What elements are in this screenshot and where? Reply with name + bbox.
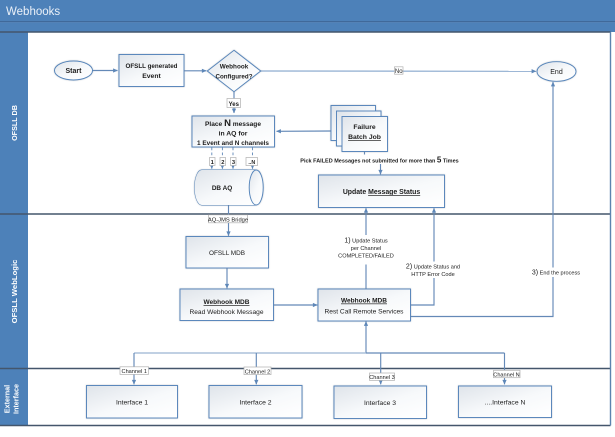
svg-text:2: 2 [221,160,224,166]
svg-text:Webhook: Webhook [220,64,249,71]
svg-text:Read Webhook Message: Read Webhook Message [190,309,264,316]
svg-text:..N: ..N [248,160,255,166]
svg-text:OFSLL WebLogic: OFSLL WebLogic [10,259,19,324]
svg-text:Event: Event [142,73,161,80]
svg-text:Webhook MDB: Webhook MDB [204,299,250,306]
svg-text:....Interface N: ....Interface N [485,400,526,407]
svg-text:Channel N: Channel N [493,373,519,379]
svg-text:1 Event and N channels: 1 Event and N channels [197,140,269,147]
svg-text:Yes: Yes [229,102,240,108]
svg-text:AQ-JMS Bridge: AQ-JMS Bridge [208,218,248,224]
svg-text:OFSLL generated: OFSLL generated [126,63,178,70]
svg-text:1: 1 [211,160,215,166]
svg-text:End: End [550,69,563,76]
svg-text:Interface 1: Interface 1 [116,400,148,407]
svg-text:Update Message Status: Update Message Status [343,189,421,196]
svg-text:1) Update Status: 1) Update Status [344,238,387,245]
svg-text:Pick FAILED Messages not submi: Pick FAILED Messages not submitted for m… [300,156,458,165]
svg-text:Channel 3: Channel 3 [369,375,395,381]
svg-text:DB AQ: DB AQ [212,185,232,192]
svg-text:Rest Call Remote Services: Rest Call Remote Services [325,309,405,316]
svg-text:per Channel: per Channel [351,246,381,252]
svg-text:No: No [395,69,403,75]
svg-text:Interface 3: Interface 3 [364,400,396,407]
svg-text:Configured?: Configured? [216,74,253,81]
svg-text:Channel 2: Channel 2 [245,369,271,375]
svg-text:Interface 2: Interface 2 [239,400,271,407]
svg-text:Failure: Failure [353,124,376,131]
svg-text:in AQ for: in AQ for [219,131,248,138]
svg-text:Start: Start [66,68,83,75]
svg-text:HTTP Error Code: HTTP Error Code [411,272,454,278]
svg-text:2) Update Status and: 2) Update Status and [406,264,460,271]
svg-text:COMPLETED/FAILED: COMPLETED/FAILED [338,254,394,260]
svg-text:Interface: Interface [12,384,21,414]
svg-text:Webhooks: Webhooks [6,6,60,18]
svg-text:Batch Job: Batch Job [348,134,381,141]
svg-text:3: 3 [232,160,236,166]
svg-text:Place N message: Place N message [205,118,261,129]
svg-text:Webhook MDB: Webhook MDB [341,298,387,305]
svg-text:OFSLL MDB: OFSLL MDB [209,250,245,257]
svg-text:3) End the process: 3) End the process [532,270,580,277]
svg-text:External: External [3,385,12,413]
svg-text:OFSLL DB: OFSLL DB [10,105,19,141]
svg-text:Channel 1: Channel 1 [122,369,148,375]
